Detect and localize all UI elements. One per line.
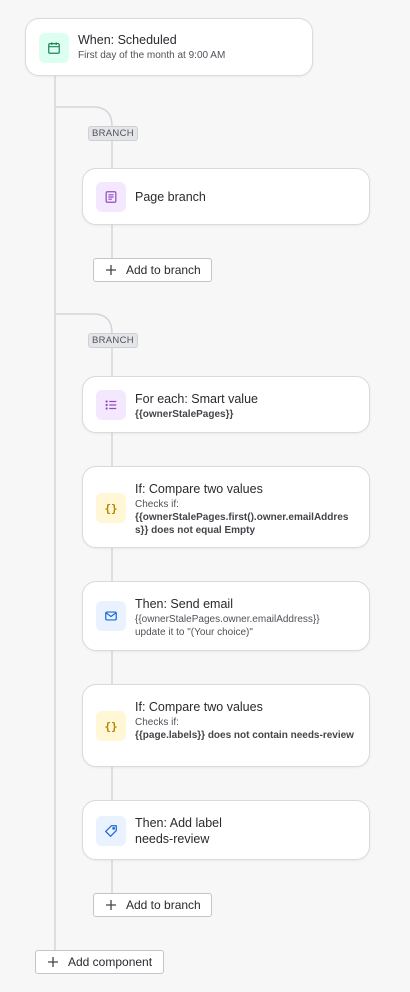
if-compare-card[interactable]: {} If: Compare two values Checks if: {{o… [82, 466, 370, 548]
trigger-schedule: First day of the month at 9:00 AM [78, 50, 226, 61]
envelope-icon [96, 601, 126, 631]
plus-icon [105, 899, 117, 911]
label-value: needs-review [135, 832, 210, 846]
add-to-branch-button[interactable]: Add to branch [93, 893, 212, 917]
send-email-card[interactable]: Then: Send email {{ownerStalePages.owner… [82, 581, 370, 651]
calendar-icon [39, 33, 69, 63]
add-to-branch-button[interactable]: Add to branch [93, 258, 212, 282]
braces-icon: {} [96, 493, 126, 523]
list-icon [96, 390, 126, 420]
if-compare-title: If: Compare two values [135, 482, 263, 496]
page-branch-card[interactable]: Page branch [82, 168, 370, 225]
branch-badge: BRANCH [88, 333, 138, 348]
add-label-card[interactable]: Then: Add label needs-review [82, 800, 370, 860]
add-label-title: Then: Add label [135, 816, 222, 830]
plus-icon [47, 956, 59, 968]
send-email-title: Then: Send email [135, 597, 233, 611]
braces-icon: {} [96, 711, 126, 741]
email-recipient: {{ownerStalePages.owner.emailAddress}} [135, 614, 320, 625]
for-each-card[interactable]: For each: Smart value {{ownerStalePages}… [82, 376, 370, 433]
condition-text: {{page.labels}} does not contain needs-r… [135, 730, 354, 741]
add-to-branch-label: Add to branch [126, 263, 201, 277]
add-to-branch-label: Add to branch [126, 898, 201, 912]
for-each-value: {{ownerStalePages}} [135, 409, 234, 420]
add-component-label: Add component [68, 955, 153, 969]
checks-if-label: Checks if: [135, 499, 179, 510]
if-compare-title: If: Compare two values [135, 700, 263, 714]
for-each-title: For each: Smart value [135, 392, 258, 406]
trigger-title: When: Scheduled [78, 33, 177, 47]
plus-icon [105, 264, 117, 276]
page-branch-title: Page branch [135, 190, 206, 204]
trigger-card[interactable]: When: Scheduled First day of the month a… [25, 18, 313, 76]
tag-icon [96, 816, 126, 846]
branch-badge: BRANCH [88, 126, 138, 141]
if-compare-card[interactable]: {} If: Compare two values Checks if: {{p… [82, 684, 370, 767]
condition-text: {{ownerStalePages.first().owner.emailAdd… [135, 512, 349, 536]
page-icon [96, 182, 126, 212]
checks-if-label: Checks if: [135, 717, 179, 728]
add-component-button[interactable]: Add component [35, 950, 164, 974]
email-body: update it to "(Your choice)" [135, 627, 253, 638]
